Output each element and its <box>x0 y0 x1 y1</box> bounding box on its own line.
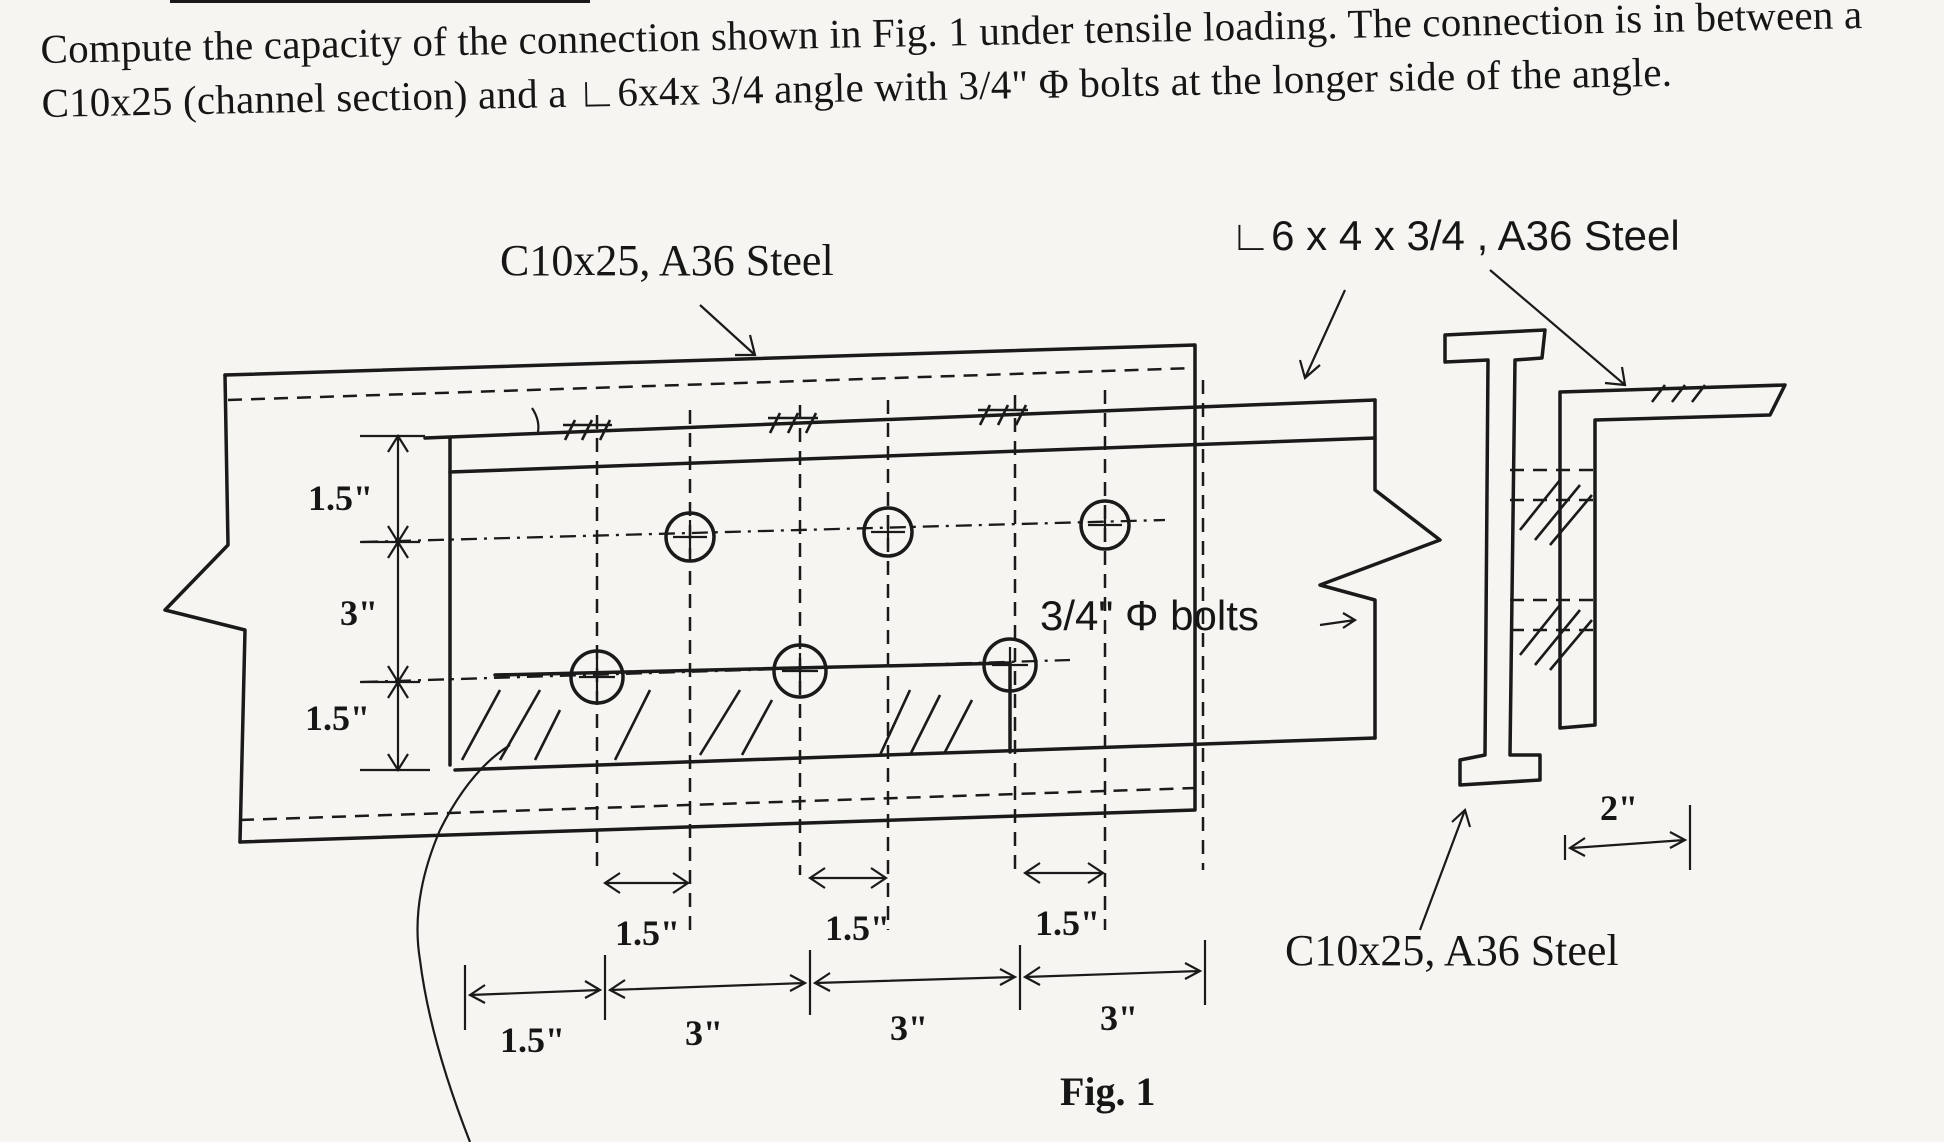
dim-left-top: 1.5" <box>308 478 373 518</box>
section-view <box>1443 328 1787 870</box>
weld-marks-top <box>563 404 1028 441</box>
bolt-hole <box>1079 499 1131 551</box>
bolt-holes <box>569 499 1131 705</box>
dim-bottom-2: 3" <box>685 1013 723 1053</box>
dim-bottom-1: 1.5" <box>500 1020 565 1060</box>
channel-bottom-label: C10x25, A36 Steel <box>1285 926 1619 975</box>
bolt-hole <box>664 511 716 563</box>
block-shear-zone <box>460 661 1012 761</box>
angle-label: ∟6 x 4 x 3/4 , A36 Steel <box>1230 212 1680 259</box>
dim-bottom-4: 3" <box>1100 998 1138 1038</box>
dim-stagger-3: 1.5" <box>1035 903 1100 943</box>
channel-plan <box>163 343 1197 844</box>
channel-top-label: C10x25, A36 Steel <box>500 236 834 285</box>
header-rule <box>170 0 590 3</box>
leaders <box>699 269 1627 931</box>
dim-left-mid: 3" <box>340 593 378 633</box>
bottom-dimensions <box>463 940 1207 1030</box>
dim-stagger-1: 1.5" <box>615 913 680 953</box>
bolt-hole <box>862 506 914 558</box>
bolt-hole <box>569 649 625 705</box>
left-dimensions <box>360 433 430 773</box>
angle-plan <box>423 398 1442 772</box>
callout-wire <box>416 744 511 1142</box>
top-bolt-line <box>361 518 1166 544</box>
bolt-hole <box>982 637 1038 693</box>
dim-left-bot: 1.5" <box>305 698 370 738</box>
bolt-hole <box>772 643 828 699</box>
figure-caption: Fig. 1 <box>1060 1069 1156 1114</box>
dim-bottom-3: 3" <box>890 1008 928 1048</box>
dim-stagger-2: 1.5" <box>825 908 890 948</box>
dim-flange: 2" <box>1600 788 1638 828</box>
bolts-label: 3/4" Φ bolts <box>1040 592 1259 639</box>
stagger-dimensions <box>603 862 1105 894</box>
